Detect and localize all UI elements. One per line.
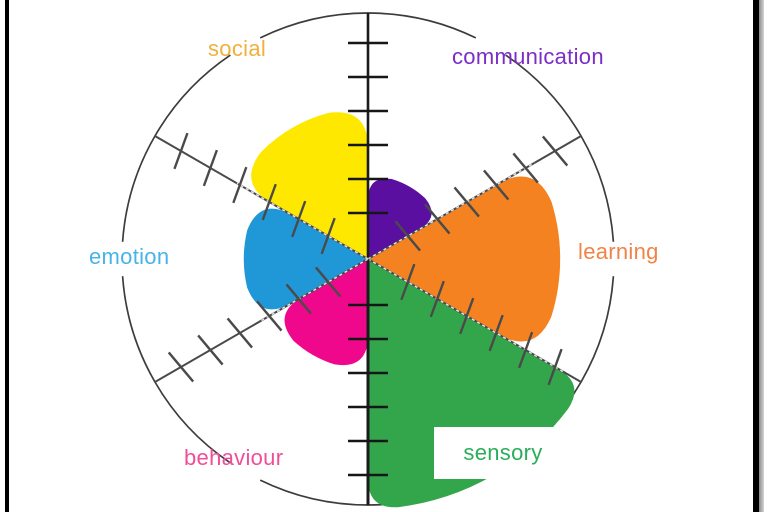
axis-label-behaviour: behaviour: [184, 445, 284, 470]
axis-stitch-210: [260, 258, 369, 322]
page-border-left-icon: [5, 0, 9, 512]
tick-mark: [400, 263, 416, 301]
tick-mark: [541, 135, 569, 167]
axis-label-emotion: emotion: [89, 244, 170, 269]
tick-mark: [232, 166, 248, 204]
axis-label-learning: learning: [578, 239, 659, 264]
tick-mark: [320, 217, 336, 255]
tick-mark: [167, 351, 195, 383]
axis-label-social: social: [208, 36, 267, 61]
tick-mark: [547, 348, 563, 386]
tick-mark: [202, 149, 219, 187]
page-border-shadow: [759, 0, 764, 512]
axis-stitch-30: [367, 162, 535, 260]
tick-mark: [291, 200, 307, 238]
tick-mark: [197, 334, 224, 366]
tick-mark: [459, 297, 475, 335]
tick-mark: [285, 283, 312, 315]
sector-communication: [368, 178, 432, 259]
tick-mark: [512, 152, 539, 184]
sensory-label-box: sensory: [434, 427, 572, 479]
axis-stitch-150: [236, 182, 369, 260]
axis-label-sensory: sensory: [463, 440, 543, 465]
tick-mark: [226, 317, 253, 349]
tick-mark: [256, 300, 283, 332]
page-border-right-icon: [753, 0, 759, 512]
tick-mark: [453, 186, 480, 218]
axis-label-communication: communication: [452, 44, 604, 69]
tick-mark: [315, 266, 342, 298]
tick-mark: [429, 280, 445, 318]
tick-mark: [483, 169, 510, 201]
tick-mark: [394, 220, 421, 252]
sector-behaviour: [284, 259, 368, 366]
tick-mark: [173, 132, 189, 170]
tick-mark: [261, 183, 277, 221]
tick-mark: [517, 331, 534, 369]
axis-stitch--30: [367, 258, 564, 373]
sector-social: [251, 112, 368, 259]
sector-emotion: [243, 208, 368, 310]
tick-mark: [488, 314, 504, 352]
sector-learning: [368, 176, 561, 342]
tick-mark: [424, 203, 451, 235]
